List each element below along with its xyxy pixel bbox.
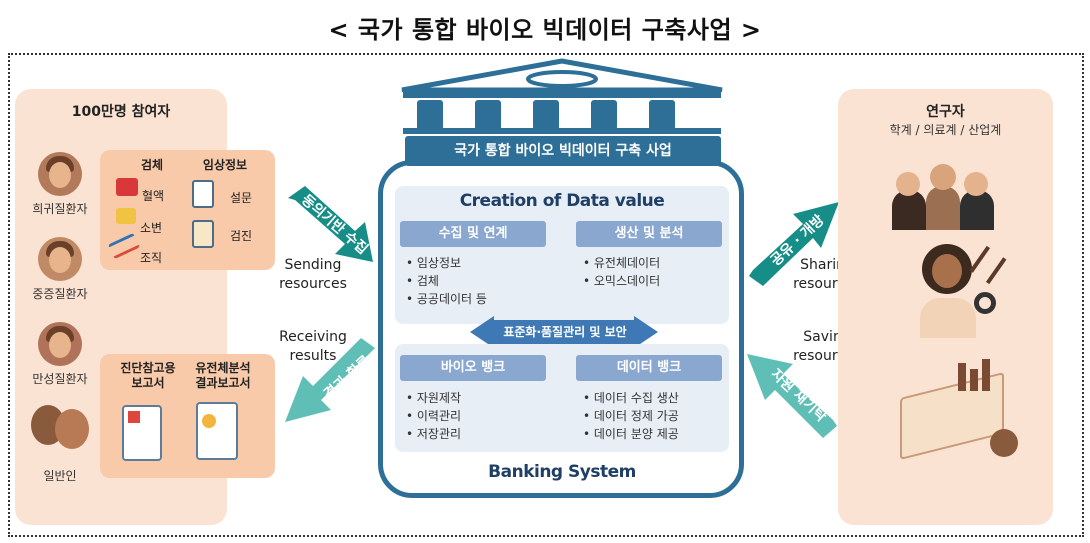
clinical-heading: 임상정보 [202,158,248,172]
roof-beam [403,92,721,98]
pillar [591,100,617,130]
severe-patient-icon [38,237,82,281]
biobank-item: • 이력관리 [406,409,462,423]
standardization-label: 표준화·품질관리 및 보안 [503,325,627,339]
produce-item: • 오믹스데이터 [583,274,661,288]
diagnostic-report-heading: 진단참고용 보고서 [120,361,176,390]
databank-item: • 데이터 정제 가공 [583,409,679,423]
pillar [533,100,559,130]
genome-report-heading: 유전체분석 결과보고서 [195,361,251,390]
pillar [417,100,443,130]
roof [401,58,723,92]
participant-general-label: 일반인 [43,469,77,483]
clinical-survey: 설문 [230,191,253,205]
databank-item: • 데이터 수집 생산 [583,391,679,405]
rare-patient-icon [38,152,82,196]
specimen-heading: 검체 [140,158,164,172]
participant-general: 일반인 [20,403,100,484]
researchers-title: 연구자 [926,104,965,120]
pillar [649,100,675,130]
pillar [475,100,501,130]
project-banner: 국가 통합 바이오 빅데이터 구축 사업 [405,136,721,166]
standardization-arrow [470,316,658,348]
consent-collect-arrow [288,186,373,262]
diagnostic-report-icon [122,405,162,461]
specimen-tissue: 조직 [140,251,163,265]
page-title: < 국가 통합 바이오 빅데이터 구축사업 > [328,16,762,44]
share-open-arrow [749,202,839,286]
researchers-group-icon [888,160,1000,230]
checkup-icon [192,220,214,248]
specimen-blood: 혈액 [142,189,165,203]
collect-link-pill: 수집 및 연계 [400,221,546,247]
deposit-arrow [747,354,837,438]
result-return-arrow [285,338,375,422]
chronic-patient-icon [38,322,82,366]
collect-item: • 공공데이터 등 [406,292,487,306]
databank-item: • 데이터 분양 제공 [583,427,679,441]
blood-icon [116,178,138,196]
participant-chronic-label: 만성질환자 [32,372,88,386]
data-analysis-icon [890,355,1020,465]
collect-item: • 임상정보 [406,256,462,270]
data-value-title: Creation of Data value [459,191,665,211]
genome-report-icon [196,402,238,460]
clinical-checkup: 검진 [230,229,253,243]
scientist-dna-icon [918,242,1007,342]
biobank-item: • 저장관리 [406,427,462,441]
general-people-icon [31,403,89,449]
banking-system-title: Banking System [488,462,636,482]
biobank-item: • 자원제작 [406,391,462,405]
biobank-pill: 바이오 뱅크 [400,355,546,381]
participant-chronic: 만성질환자 [20,322,100,387]
produce-analyze-pill: 생산 및 분석 [576,221,722,247]
dotted-frame [8,53,1084,537]
participants-title: 100만명 참여자 [71,104,171,120]
sending-resources: Sending resources [279,257,347,292]
participant-severe: 중증질환자 [20,237,100,302]
specimen-urine: 소변 [140,221,163,235]
data-value-area [395,186,729,324]
urine-icon [116,208,136,224]
survey-icon [192,180,214,208]
produce-item: • 유전체데이터 [583,256,661,270]
roof-base [403,128,721,134]
participant-severe-label: 중증질환자 [32,287,88,301]
participant-rare: 희귀질환자 [20,152,100,217]
researchers-subtitle: 학계 / 의료계 / 산업계 [889,123,1002,137]
databank-pill: 데이터 뱅크 [576,355,722,381]
receiving-results: Receiving results [279,329,347,364]
participant-rare-label: 희귀질환자 [32,202,88,216]
collect-item: • 검체 [406,274,439,288]
